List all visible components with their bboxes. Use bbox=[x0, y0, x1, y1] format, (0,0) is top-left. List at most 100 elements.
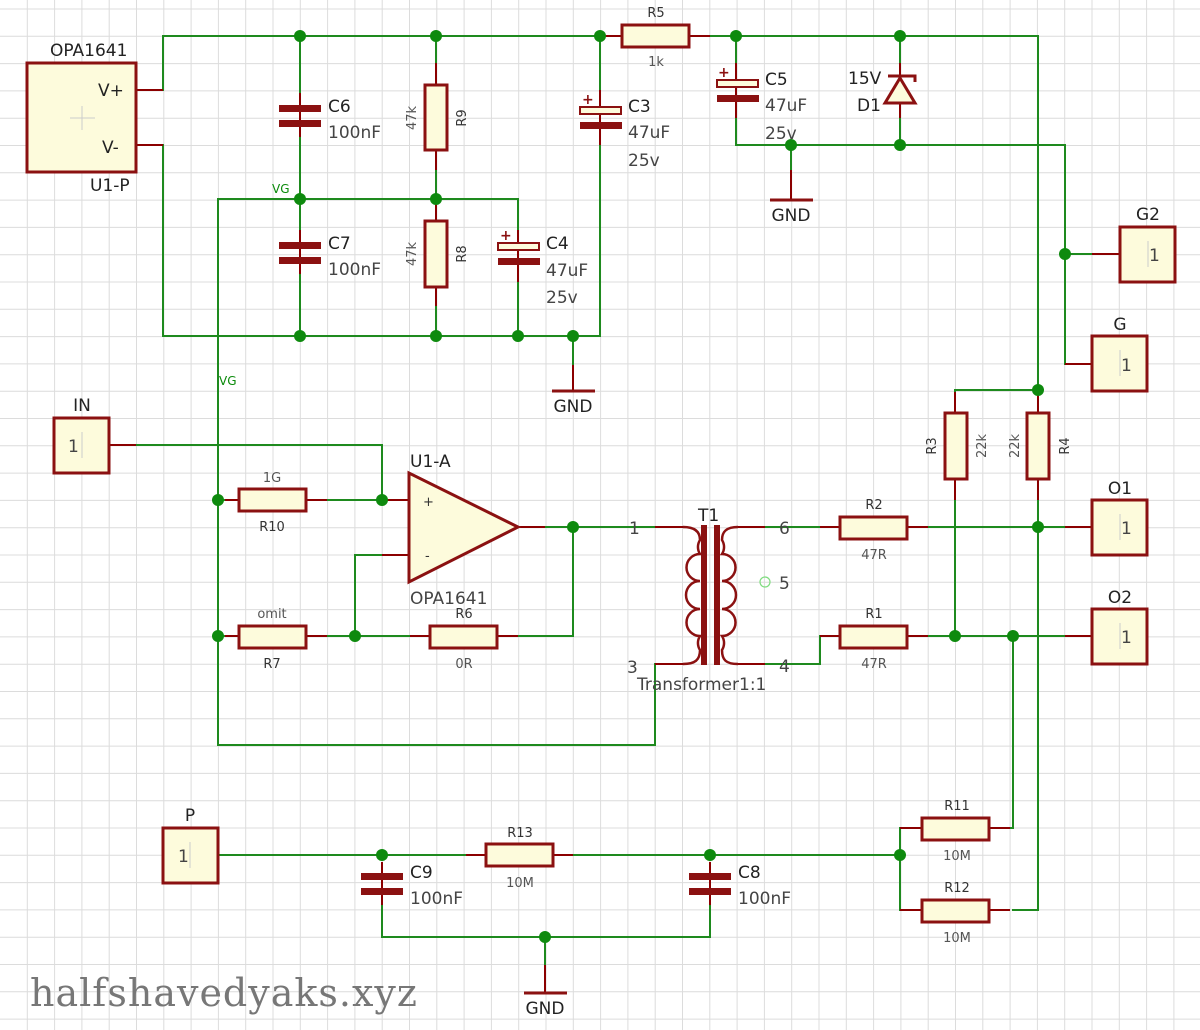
in-pin: 1 bbox=[68, 437, 79, 457]
resistor-r2[interactable]: R2 47R bbox=[820, 498, 928, 563]
junction-dot bbox=[594, 30, 606, 42]
r9-value: 47k bbox=[405, 105, 420, 130]
o1-label: O1 bbox=[1108, 479, 1132, 499]
r2-ref: R2 bbox=[865, 498, 882, 513]
gnd-symbol-c5: GND bbox=[770, 198, 813, 226]
gnd-symbol-bottom: GND bbox=[524, 991, 567, 1019]
t1-pin6: 6 bbox=[779, 519, 790, 539]
resistor-r5[interactable]: R5 1k bbox=[600, 6, 710, 70]
transformer-t1[interactable]: T1 Transformer1:1 1 3 6 5 4 bbox=[627, 506, 790, 695]
c6-ref: C6 bbox=[328, 97, 351, 117]
c6-value: 100nF bbox=[328, 123, 381, 143]
connector-g2[interactable]: 1 G2 bbox=[1118, 205, 1177, 284]
c5-plus-icon: + bbox=[718, 65, 730, 81]
junctions bbox=[212, 30, 1071, 943]
resistor-r12[interactable]: R12 10M bbox=[900, 881, 1010, 946]
u1p-pin-vplus: V+ bbox=[98, 81, 124, 101]
t1-value: Transformer1:1 bbox=[636, 675, 766, 695]
connector-o1[interactable]: 1 O1 bbox=[1090, 479, 1149, 557]
r6-value: 0R bbox=[455, 657, 472, 672]
r12-value: 10M bbox=[943, 931, 971, 946]
c9-ref: C9 bbox=[410, 863, 433, 883]
capacitor-c8[interactable]: C8 100nF bbox=[689, 862, 791, 909]
junction-dot bbox=[567, 521, 579, 533]
resistor-r7[interactable]: omit R7 bbox=[225, 607, 327, 672]
c3-value: 47uF bbox=[628, 123, 670, 143]
connector-g[interactable]: 1 G bbox=[1090, 315, 1149, 393]
c7-value: 100nF bbox=[328, 260, 381, 280]
opamp-plus: + bbox=[423, 495, 434, 510]
o2-label: O2 bbox=[1108, 588, 1132, 608]
connector-p[interactable]: 1 P bbox=[161, 806, 220, 885]
wire[interactable] bbox=[989, 635, 1014, 829]
opamp-part: OPA1641 bbox=[410, 589, 487, 609]
resistor-r1[interactable]: R1 47R bbox=[820, 607, 928, 672]
resistor-r4[interactable]: 22k R4 bbox=[1008, 392, 1073, 500]
c8-value: 100nF bbox=[738, 889, 791, 909]
resistor-r3[interactable]: R3 22k bbox=[925, 392, 990, 500]
in-label: IN bbox=[73, 396, 91, 416]
wire-bottom-rail[interactable] bbox=[162, 35, 601, 337]
t1-pin4: 4 bbox=[779, 657, 790, 677]
capacitor-c6[interactable]: C6 100nF bbox=[279, 93, 381, 143]
junction-dot bbox=[294, 30, 306, 42]
r9-ref: R9 bbox=[455, 109, 470, 126]
c4-ref: C4 bbox=[546, 234, 569, 254]
c5-ref: C5 bbox=[765, 70, 788, 90]
wire[interactable] bbox=[899, 827, 923, 911]
resistor-r9[interactable]: 47k R9 bbox=[405, 63, 470, 170]
capacitor-c5[interactable]: + C5 47uF 25v bbox=[716, 63, 807, 144]
r5-value: 1k bbox=[648, 55, 664, 70]
junction-dot bbox=[512, 330, 524, 342]
g-label: G bbox=[1113, 315, 1126, 335]
wire-top-rail-left[interactable] bbox=[162, 35, 623, 91]
opamp-minus: - bbox=[425, 549, 430, 564]
junction-dot bbox=[949, 630, 961, 642]
pin5-marker-icon bbox=[759, 576, 771, 588]
junction-dot bbox=[1032, 384, 1044, 396]
junction-dot bbox=[376, 494, 388, 506]
resistor-r10[interactable]: 1G R10 bbox=[225, 471, 327, 535]
d1-ref: D1 bbox=[857, 96, 881, 116]
resistor-r6[interactable]: R6 0R bbox=[410, 607, 518, 672]
gnd-label: GND bbox=[554, 397, 593, 417]
capacitor-c7[interactable]: C7 100nF bbox=[279, 230, 381, 280]
c4-value: 47uF bbox=[546, 261, 588, 281]
capacitor-c3[interactable]: + C3 47uF 25v bbox=[579, 90, 670, 171]
c5-rating: 25v bbox=[765, 124, 797, 144]
r4-value: 22k bbox=[1008, 433, 1023, 458]
junction-dot bbox=[785, 139, 797, 151]
wire-in[interactable] bbox=[121, 444, 383, 501]
c4-rating: 25v bbox=[546, 288, 578, 308]
r7-ref: R7 bbox=[263, 657, 280, 672]
capacitor-c9[interactable]: C9 100nF bbox=[361, 862, 463, 909]
resistor-r8[interactable]: 47k R8 bbox=[405, 200, 470, 306]
g2-label: G2 bbox=[1136, 205, 1160, 225]
pin-stubs bbox=[95, 89, 1148, 992]
wire[interactable] bbox=[764, 635, 841, 665]
wire[interactable] bbox=[954, 389, 1039, 414]
opamp-u1a[interactable]: + - U1-A OPA1641 bbox=[407, 452, 522, 609]
resistor-r13[interactable]: R13 10M bbox=[466, 826, 573, 891]
wire-vg-net[interactable] bbox=[217, 198, 656, 746]
connector-in[interactable]: 1 IN bbox=[52, 396, 111, 475]
junction-dot bbox=[294, 193, 306, 205]
zener-diode-d1[interactable]: 15V D1 bbox=[848, 63, 918, 118]
r12-ref: R12 bbox=[944, 881, 970, 896]
junction-dot bbox=[1007, 630, 1019, 642]
capacitor-c4[interactable]: + C4 47uF 25v bbox=[497, 228, 588, 308]
r11-ref: R11 bbox=[944, 799, 970, 814]
r8-ref: R8 bbox=[455, 245, 470, 262]
resistor-r11[interactable]: R11 10M bbox=[900, 799, 1010, 864]
connector-o2[interactable]: 1 O2 bbox=[1090, 588, 1149, 666]
t1-pin5: 5 bbox=[779, 574, 790, 594]
u1p-ref-label: U1-P bbox=[90, 176, 130, 196]
p-pin: 1 bbox=[178, 847, 189, 867]
wire[interactable] bbox=[497, 526, 574, 637]
r7-value: omit bbox=[257, 607, 286, 622]
junction-dot bbox=[212, 494, 224, 506]
power-unit-u1p[interactable]: OPA1641 U1-P V+ V- bbox=[25, 41, 138, 196]
gnd-label: GND bbox=[772, 206, 811, 226]
c3-plus-icon: + bbox=[582, 92, 594, 108]
